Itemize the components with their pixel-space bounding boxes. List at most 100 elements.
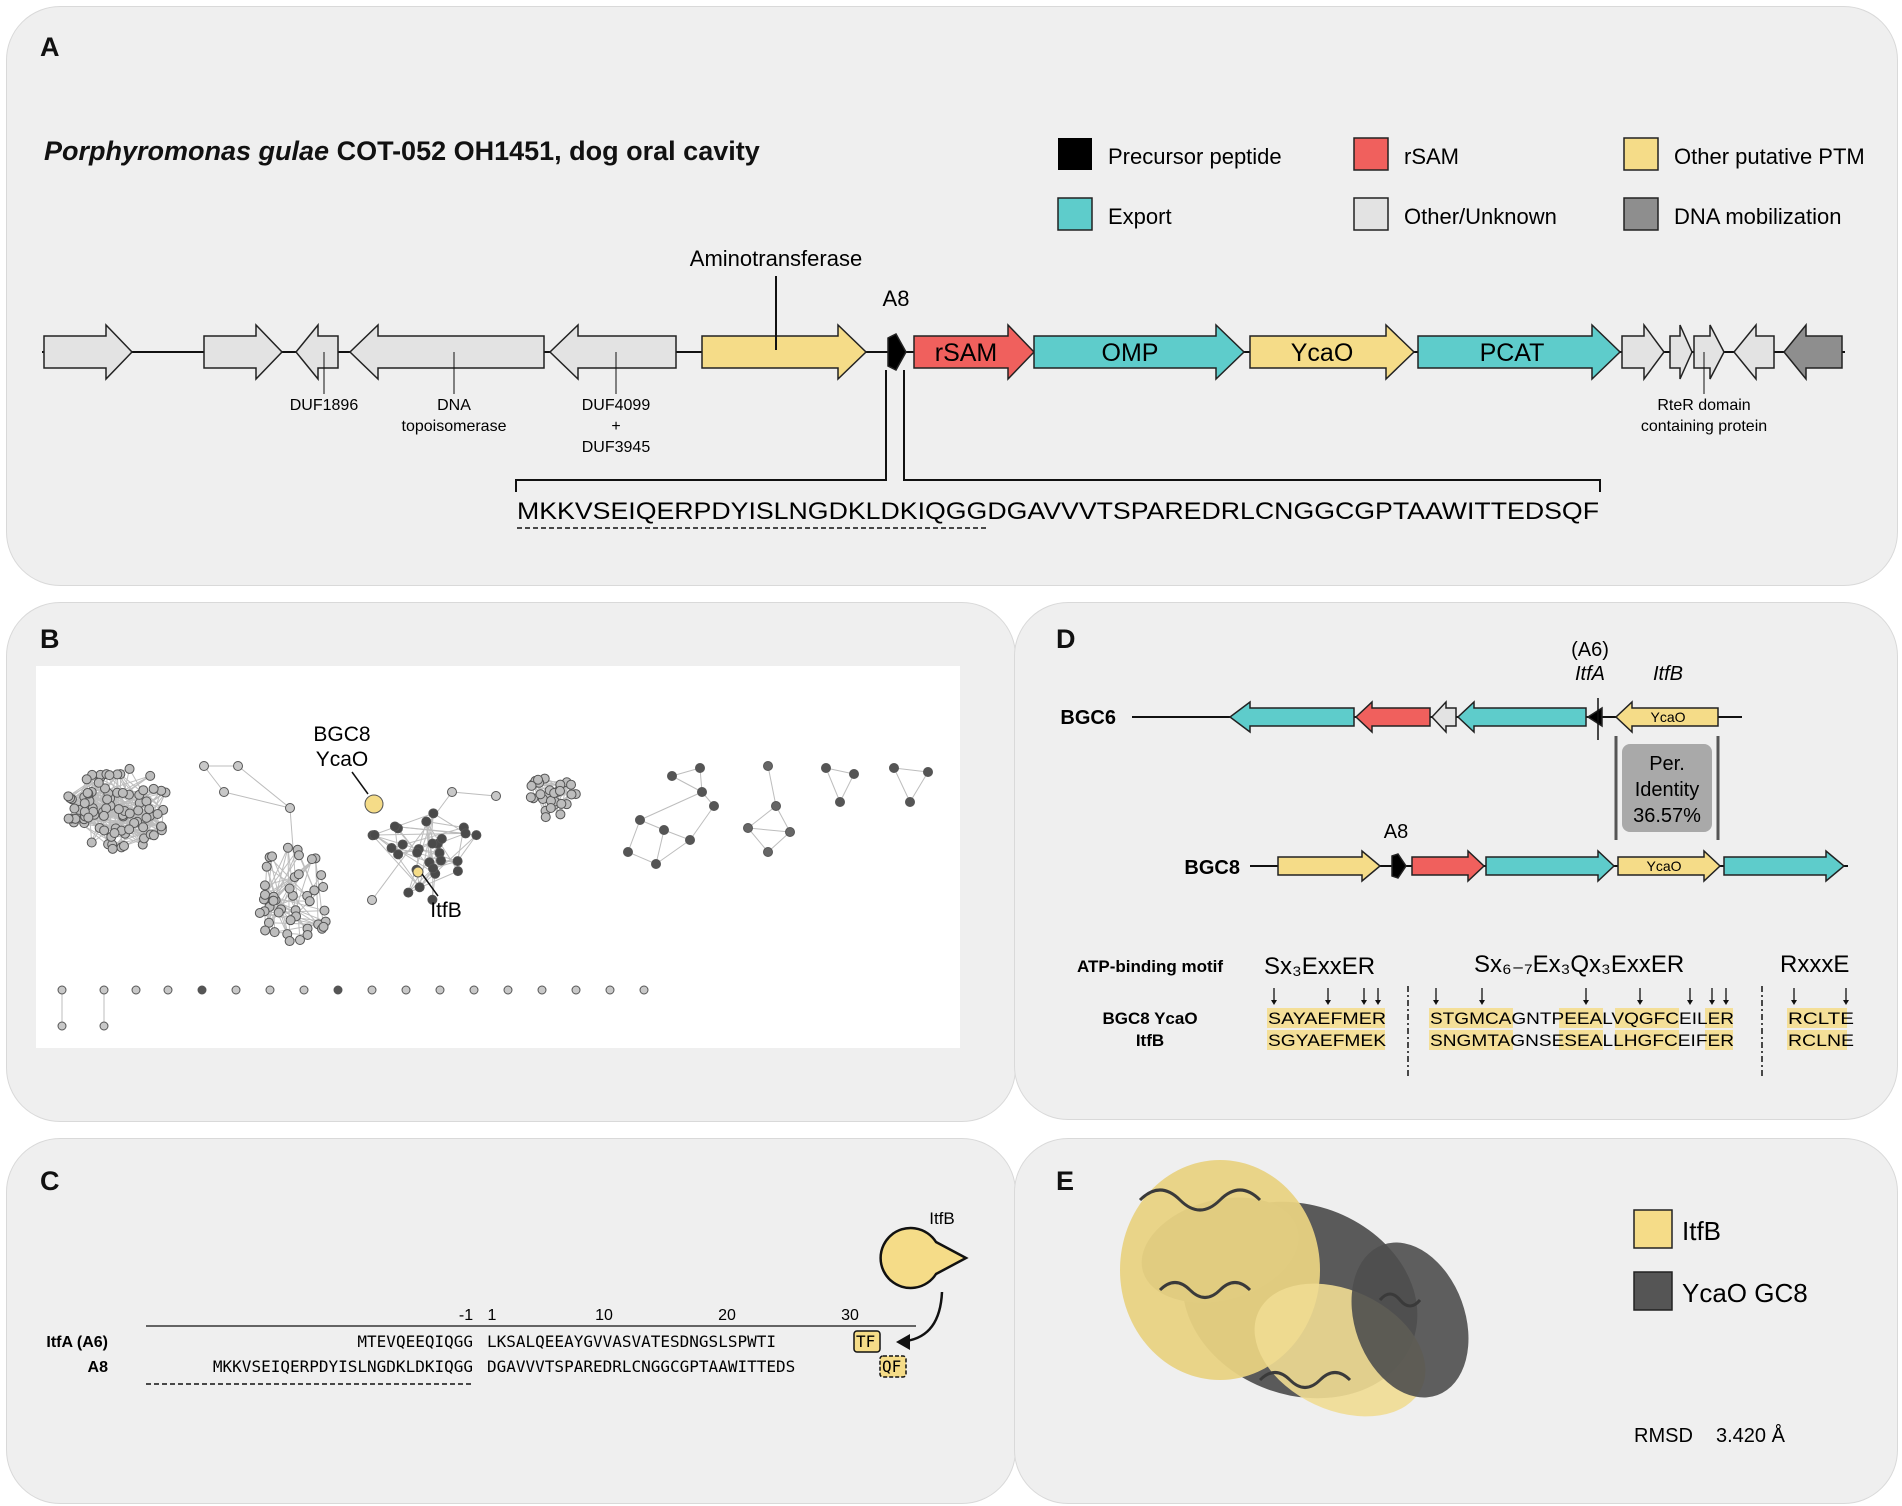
network-node bbox=[771, 801, 781, 811]
network-node bbox=[763, 761, 773, 771]
motif-highlight bbox=[1429, 1008, 1513, 1028]
legend-label-rsam: rSAM bbox=[1404, 144, 1459, 169]
gene-arrow-pcat bbox=[1417, 323, 1622, 381]
network-itfb-pointer bbox=[421, 873, 439, 897]
align-row1-seg2: STGMCAGNTPEEALVQGFCEILER bbox=[1430, 1009, 1734, 1028]
panel-a-diagram: Precursor peptide rSAM Other putative PT… bbox=[42, 137, 1865, 529]
align-row1-name: BGC8 YcaO bbox=[1102, 1009, 1197, 1028]
network-edge bbox=[893, 767, 929, 773]
network-node bbox=[709, 801, 719, 811]
network-node bbox=[389, 821, 400, 832]
gene-arrow-ycao bbox=[1249, 323, 1416, 381]
network-node bbox=[471, 830, 482, 841]
network-node-singleton bbox=[503, 985, 513, 995]
pos-minus1: -1 bbox=[459, 1307, 473, 1324]
network-node bbox=[118, 840, 129, 851]
gene-label-pcat: PCAT bbox=[1480, 339, 1545, 367]
network-node bbox=[148, 830, 159, 841]
enzyme-label: ItfB bbox=[929, 1209, 955, 1228]
gene-arrow-1 bbox=[43, 323, 134, 381]
network-node bbox=[428, 863, 439, 874]
network-node-singleton bbox=[299, 985, 309, 995]
gene-arrow-rsam bbox=[913, 323, 1036, 381]
network-edge bbox=[689, 805, 715, 841]
network-edge bbox=[374, 832, 466, 836]
network-node bbox=[452, 856, 463, 867]
bgc6-itfb-arrow bbox=[1614, 700, 1719, 734]
network-node bbox=[460, 828, 471, 839]
network-node bbox=[427, 838, 438, 849]
legend-label-dna: DNA mobilization bbox=[1674, 204, 1842, 229]
panel-e-label: E bbox=[1056, 1166, 1075, 1196]
motif-1: Sx₃ExxER bbox=[1264, 953, 1375, 980]
bgc6-ycao-label: YcaO bbox=[1650, 709, 1685, 725]
pacman-icon bbox=[879, 1226, 969, 1290]
motif-highlight bbox=[1559, 1030, 1603, 1050]
network-node-singleton bbox=[163, 985, 173, 995]
row-itfa-core: LKSALQEEAYGVVASVATESDNGSLSPWTI bbox=[487, 1332, 776, 1351]
network-node bbox=[397, 839, 408, 850]
legend-swatch-rsam bbox=[1353, 137, 1389, 171]
identity-line-1: Per. bbox=[1649, 753, 1685, 775]
network-node bbox=[651, 859, 661, 869]
gene-label-omp: OMP bbox=[1102, 339, 1159, 367]
panel-d-diagram: BGC6 YcaO (A6) ItfA ItfB Per. Identity 3… bbox=[1060, 639, 1854, 1076]
align-row1-seg3: RCLTE bbox=[1788, 1009, 1854, 1028]
network-node bbox=[566, 779, 577, 790]
network-node bbox=[554, 785, 565, 796]
network-edge bbox=[394, 825, 466, 834]
bgc6-export-arrow-1 bbox=[1228, 700, 1355, 734]
network-node bbox=[233, 761, 243, 771]
motif-arrowhead bbox=[1361, 1000, 1367, 1005]
network-node bbox=[284, 883, 295, 894]
network-node-singleton bbox=[265, 985, 275, 995]
motif-highlight bbox=[1559, 1008, 1603, 1028]
row-itfa-tail: TF bbox=[856, 1332, 875, 1351]
network-node bbox=[93, 777, 104, 788]
network-edge bbox=[655, 829, 665, 865]
network-edge bbox=[203, 765, 225, 793]
motif-arrowhead bbox=[1687, 1000, 1693, 1005]
row-a8-name: A8 bbox=[88, 1359, 109, 1376]
motif-highlight bbox=[1615, 1030, 1679, 1050]
align-row1-seg1: SAYAEFMER bbox=[1268, 1009, 1386, 1028]
row-itfa-name: ItfA (A6) bbox=[46, 1334, 108, 1351]
network-edge bbox=[407, 867, 434, 893]
legend-label-precursor: Precursor peptide bbox=[1108, 144, 1282, 169]
network-node-itfb bbox=[412, 866, 424, 878]
network-node bbox=[63, 813, 74, 824]
organism-title: Porphyromonas gulae COT-052 OH1451, dog … bbox=[44, 136, 760, 167]
network-node bbox=[259, 880, 270, 891]
network-node-bgc8-ycao bbox=[364, 794, 384, 814]
gene-arrow-small-2 bbox=[1621, 322, 1665, 382]
legend-label-other: Other/Unknown bbox=[1404, 204, 1557, 229]
network-node-singleton bbox=[435, 985, 445, 995]
network-node bbox=[99, 825, 110, 836]
dna-topo-label-2: topoisomerase bbox=[402, 418, 507, 435]
gene-label-ycao: YcaO bbox=[1291, 339, 1354, 367]
network-edge bbox=[372, 834, 421, 888]
bgc8-aminotransferase-arrow bbox=[1277, 849, 1382, 883]
network-node bbox=[545, 803, 556, 814]
network-node bbox=[254, 907, 265, 918]
motif-highlight bbox=[1705, 1008, 1733, 1028]
network-node bbox=[98, 810, 109, 821]
network-node bbox=[369, 829, 380, 840]
network-edge bbox=[372, 812, 434, 836]
network-node bbox=[117, 787, 128, 798]
network-node bbox=[428, 808, 439, 819]
pos-30: 30 bbox=[841, 1307, 859, 1324]
row-a8-tail: QF bbox=[882, 1357, 901, 1376]
network-edge bbox=[298, 855, 315, 891]
network-edge bbox=[451, 791, 497, 797]
network-node bbox=[104, 770, 115, 781]
network-node bbox=[412, 847, 423, 858]
duf4099-label: DUF4099 bbox=[582, 397, 651, 414]
network-node-singleton bbox=[197, 985, 207, 995]
network-node bbox=[304, 896, 315, 907]
align-row2-name: ItfB bbox=[1136, 1031, 1164, 1050]
rter-label-2: containing protein bbox=[1641, 418, 1767, 435]
network-node bbox=[403, 887, 414, 898]
network-node bbox=[260, 925, 271, 936]
